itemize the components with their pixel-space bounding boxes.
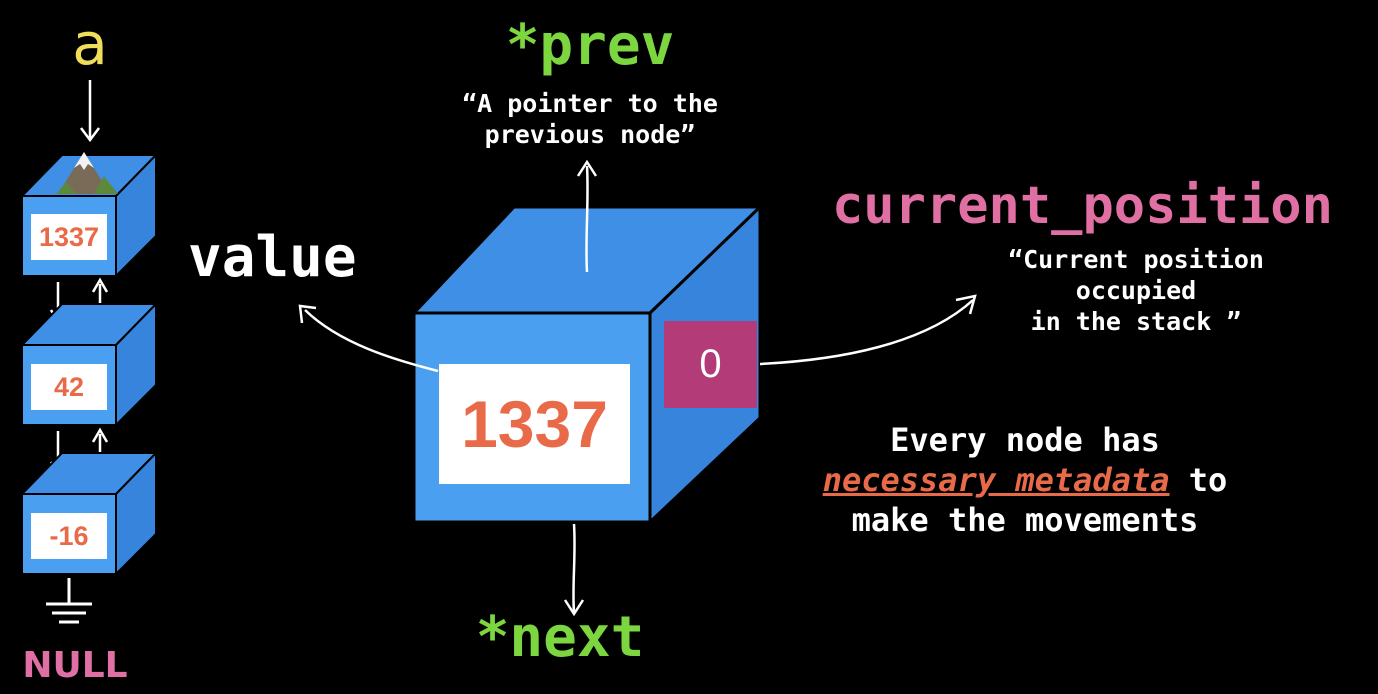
note-line-1: Every node has (890, 421, 1160, 459)
position-pointer-arrow (759, 294, 977, 366)
detail-node-cube (410, 203, 764, 526)
stack-node-2-value: 42 (53, 372, 85, 402)
next-label: *next (475, 605, 645, 670)
metadata-note: Every node has necessary metadata to mak… (770, 420, 1280, 540)
null-label: NULL (22, 645, 128, 686)
stack-node-3 (19, 450, 159, 577)
current-position-label: current_position (832, 176, 1333, 236)
note-line-3: make the movements (851, 501, 1199, 539)
next-pointer-arrow (563, 523, 585, 617)
detail-node-position: 0 (699, 342, 722, 386)
note-highlight: necessary metadata (822, 461, 1170, 499)
mountain-icon (56, 152, 118, 194)
note-line-2: necessary metadata to (770, 460, 1280, 500)
stack-node-1-value: 1337 (38, 222, 100, 252)
stack-node-3-value: -16 (49, 521, 89, 551)
value-pointer-arrow (298, 304, 439, 373)
head-pointer-label: a (72, 10, 108, 78)
prev-description: “A pointer to the previous node” (462, 89, 718, 149)
value-label: value (188, 225, 357, 290)
prev-label: *prev (505, 13, 675, 78)
detail-node-value: 1337 (461, 387, 608, 461)
stack-node-2 (19, 301, 159, 428)
ground-icon (46, 578, 92, 624)
prev-pointer-arrow (576, 159, 598, 273)
current-position-description: “Current position occupied in the stack … (1008, 245, 1264, 336)
note-line-2-tail: to (1169, 461, 1228, 499)
head-pointer-arrow (80, 80, 100, 143)
